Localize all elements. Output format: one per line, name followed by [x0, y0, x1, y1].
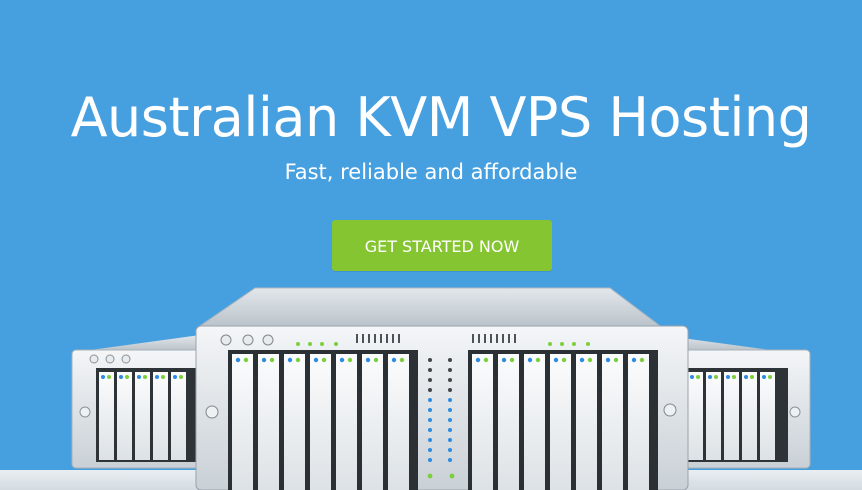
- drive-bays-center-left: [232, 354, 409, 490]
- center-led-column: [427, 358, 455, 479]
- hero-subtitle: Fast, reliable and affordable: [284, 160, 578, 184]
- drive-bays-center-right: [472, 354, 649, 490]
- get-started-button[interactable]: GET STARTED NOW: [332, 220, 552, 271]
- server-right: [659, 335, 811, 469]
- server-center: [195, 287, 689, 490]
- drive-bays-left: [99, 372, 186, 460]
- server-left: [71, 335, 208, 469]
- hero-title: Australian KVM VPS Hosting: [70, 86, 812, 150]
- status-leds-top: [296, 342, 590, 346]
- server-rack-illustration: [71, 287, 811, 490]
